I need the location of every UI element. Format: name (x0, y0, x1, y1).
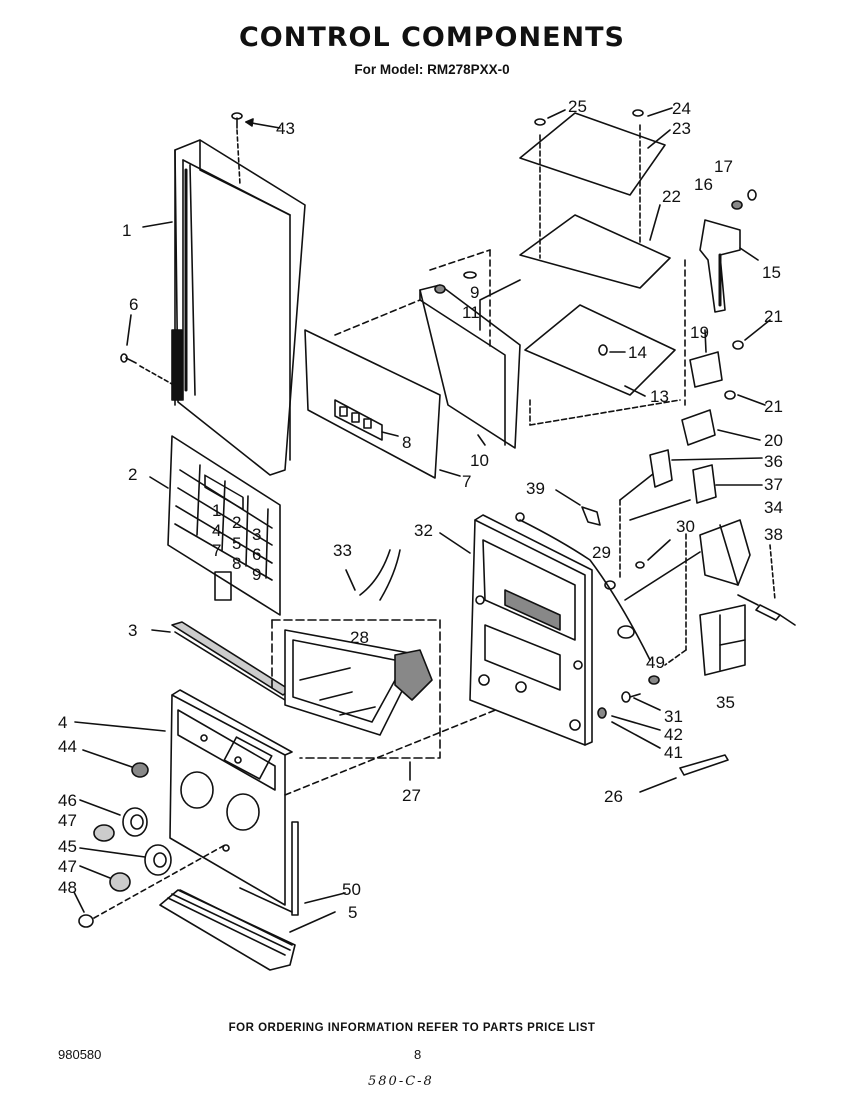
callout-38: 38 (764, 525, 783, 544)
callout-35: 35 (716, 693, 735, 712)
board-13 (479, 279, 681, 426)
keypad-key-4: 4 (212, 521, 221, 540)
front-frame-part (171, 139, 306, 476)
model-subtitle: For Model: RM278PXX-0 (354, 62, 510, 77)
callout-41: 41 (664, 743, 683, 762)
callout-33: 33 (333, 541, 352, 560)
callout-23: 23 (672, 119, 691, 138)
keypad-key-1: 1 (212, 501, 221, 520)
keypad-key-9: 9 (252, 565, 261, 584)
callout-2: 2 (128, 465, 137, 484)
callout-50: 50 (342, 880, 361, 899)
callout-29: 29 (592, 543, 611, 562)
callout-14: 14 (628, 343, 647, 362)
screw-6 (120, 314, 173, 385)
callout-45: 45 (58, 837, 77, 856)
strip-part-3 (151, 621, 291, 701)
sensor-tube-33 (345, 549, 401, 601)
callout-16: 16 (694, 175, 713, 194)
callout-9: 9 (470, 283, 479, 302)
callout-47-lower: 47 (58, 857, 77, 876)
callout-22: 22 (662, 187, 681, 206)
control-panel-part (74, 689, 293, 906)
callout-25: 25 (568, 97, 587, 116)
callout-6: 6 (129, 295, 138, 314)
callout-26: 26 (604, 787, 623, 806)
callout-13: 13 (650, 387, 669, 406)
frame-assembly-27 (271, 619, 546, 796)
callout-3: 3 (128, 621, 137, 640)
callout-1: 1 (122, 221, 131, 240)
keypad-key-8: 8 (232, 554, 241, 573)
bracket-clips-36-37 (649, 449, 763, 504)
callout-11: 11 (462, 303, 480, 322)
keypad-digits: 1 2 3 4 5 6 7 8 9 (212, 501, 261, 584)
callout-48: 48 (58, 878, 77, 897)
callout-10: 10 (470, 451, 489, 470)
callout-15: 15 (762, 263, 781, 282)
screw-43 (231, 112, 281, 186)
bottom-trim-part (159, 821, 346, 971)
callout-30: 30 (676, 517, 695, 536)
document-number: 980580 (58, 1047, 102, 1062)
callout-44: 44 (58, 737, 77, 756)
ordering-note: FOR ORDERING INFORMATION REFER TO PARTS … (228, 1022, 596, 1034)
callout-49: 49 (646, 653, 665, 672)
callout-27: 27 (402, 786, 421, 805)
callout-39: 39 (526, 479, 545, 498)
capacitor-transformer-group (515, 469, 751, 685)
callout-46: 46 (58, 791, 77, 810)
clip-39 (555, 489, 601, 526)
thermistor-38 (737, 544, 796, 626)
keypad-key-3: 3 (252, 525, 261, 544)
callout-43: 43 (276, 119, 295, 138)
callout-34: 34 (764, 498, 783, 517)
callout-28: 28 (350, 628, 369, 647)
callout-4: 4 (58, 713, 67, 732)
callout-20: 20 (764, 431, 783, 450)
page-number: 8 (414, 1047, 422, 1062)
relay-components (681, 189, 771, 446)
back-panel-32 (439, 514, 593, 746)
callout-47-upper: 47 (58, 811, 77, 830)
callout-21-upper: 21 (764, 307, 783, 326)
callout-31: 31 (664, 707, 683, 726)
handwritten-reference: 580-C-8 (368, 1074, 434, 1089)
callout-21-lower: 21 (764, 397, 783, 416)
callout-42: 42 (664, 725, 683, 744)
control-board-7 (304, 299, 461, 479)
keypad-key-2: 2 (232, 513, 241, 532)
top-covers (519, 107, 673, 289)
keypad-overlay-part (149, 435, 281, 616)
knobs-group (73, 749, 226, 928)
callout-36: 36 (764, 452, 783, 471)
keypad-key-6: 6 (252, 545, 261, 564)
callout-7: 7 (462, 472, 471, 491)
callout-24: 24 (672, 99, 691, 118)
keypad-key-7: 7 (212, 541, 221, 560)
bracket-10 (419, 249, 521, 449)
callout-5: 5 (348, 903, 357, 922)
screws-31-41-42 (597, 691, 661, 749)
callout-17: 17 (714, 157, 733, 176)
callout-19: 19 (690, 323, 709, 342)
callout-8: 8 (402, 433, 411, 452)
callout-32: 32 (414, 521, 433, 540)
page-title: CONTROL COMPONENTS (238, 22, 625, 53)
callout-37: 37 (764, 475, 783, 494)
wire-tie-26 (639, 754, 729, 793)
callout-labels: 1 2 3 4 5 6 7 8 9 10 11 13 14 15 16 17 1… (58, 97, 783, 922)
keypad-key-5: 5 (232, 534, 241, 553)
